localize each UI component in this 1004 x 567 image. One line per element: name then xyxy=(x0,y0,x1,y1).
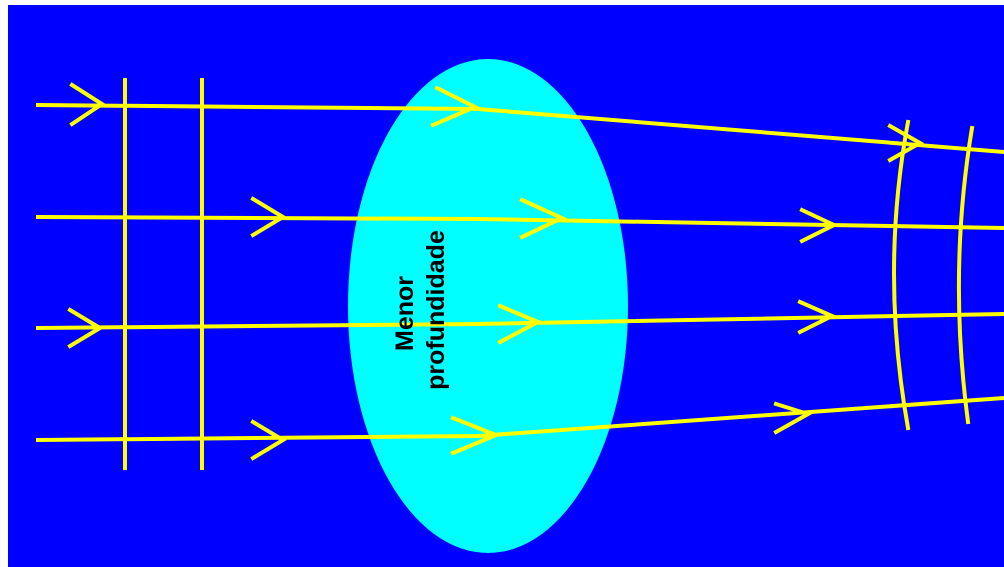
wave-ray-4 xyxy=(35,395,1004,443)
wave-graphics xyxy=(35,78,1004,470)
arrow-icon xyxy=(797,299,837,335)
wave-front-4 xyxy=(956,125,975,425)
arrow-icon xyxy=(67,307,104,349)
arrow-icon xyxy=(250,419,287,461)
arrow-icon xyxy=(430,85,480,128)
arrow-icon xyxy=(497,303,543,345)
shallow-water-region xyxy=(348,59,628,553)
arrow-icon xyxy=(69,82,106,127)
arrow-icon xyxy=(799,207,839,244)
wave-ray-1 xyxy=(35,102,1004,155)
shallow-zone-label: Menor profundidade xyxy=(391,230,450,390)
arrow-icon xyxy=(250,196,287,238)
arrow-icon xyxy=(519,197,567,240)
wave-front-3 xyxy=(892,119,911,431)
label-line-profundidade: profundidade xyxy=(422,230,450,390)
arrow-icon xyxy=(773,401,814,435)
label-line-menor: Menor xyxy=(391,276,419,351)
wave-ray-2 xyxy=(35,214,1004,231)
arrow-icon xyxy=(450,415,502,456)
arrow-icon xyxy=(887,123,925,163)
